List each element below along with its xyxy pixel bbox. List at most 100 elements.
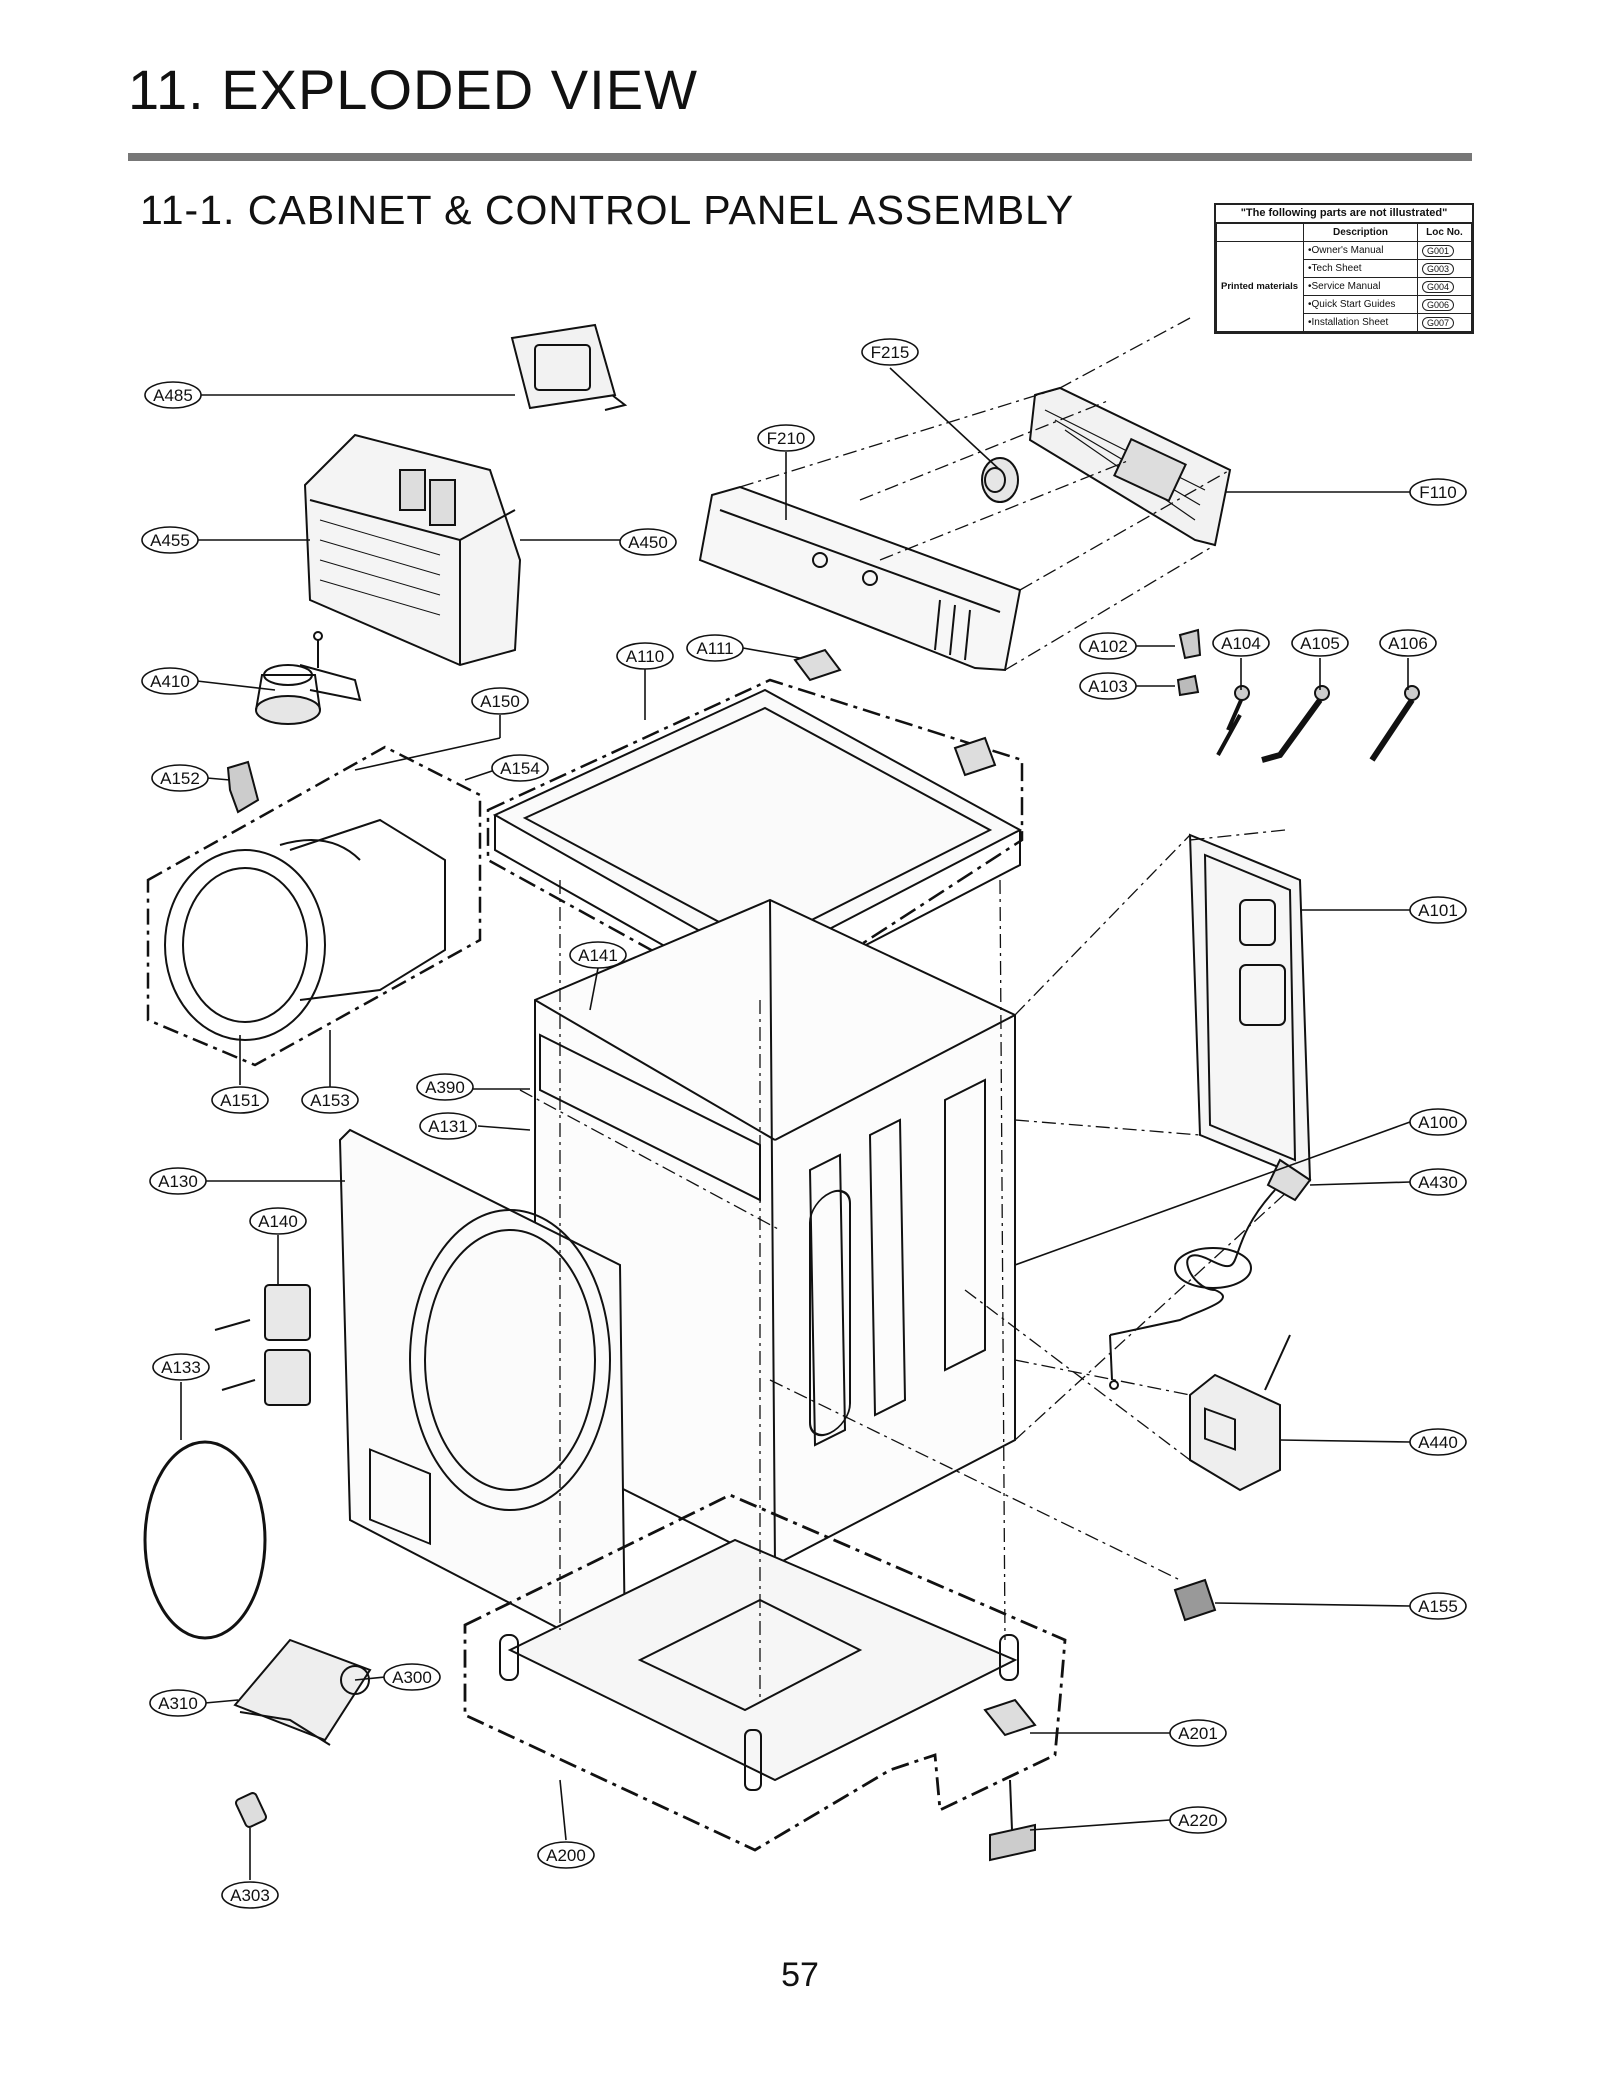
callout-A110: A110 [616,642,674,670]
svg-text:A455: A455 [150,531,190,550]
base-frame-drawing [463,1493,1067,1852]
not-illustrated-parts-table: "The following parts are not illustrated… [1214,203,1474,334]
filter-cover-drawing [233,1638,372,1746]
svg-text:A430: A430 [1418,1173,1458,1192]
svg-text:A152: A152 [160,769,200,788]
loc-badge: G003 [1422,262,1455,275]
callout-A390: A390 [416,1073,474,1101]
door-seal-ring-drawing [143,1440,267,1640]
callout-A450: A450 [619,528,677,556]
callout-A100: A100 [1409,1108,1467,1136]
callout-A133: A133 [152,1353,210,1381]
svg-text:A151: A151 [220,1091,260,1110]
callout-A104: A104 [1212,629,1270,657]
svg-text:A410: A410 [150,672,190,691]
callout-A455: A455 [141,526,199,554]
callout-A151: A151 [211,1086,269,1114]
a485-bracket-drawing [510,323,628,411]
callout-A300: A300 [383,1663,441,1691]
svg-text:A154: A154 [500,759,540,778]
loc-badge: G004 [1422,280,1455,293]
notes-heading: "The following parts are not illustrated… [1216,205,1472,223]
pump-motor-drawing [255,631,362,725]
loc-badge: G001 [1422,244,1455,257]
callout-A153: A153 [301,1086,359,1114]
svg-text:A130: A130 [158,1172,198,1191]
callout-A111: A111 [686,634,744,662]
svg-text:A111: A111 [696,639,733,658]
spring-clip-drawing [1176,674,1200,697]
main-pcb-housing-drawing [303,433,522,667]
svg-text:A220: A220 [1178,1811,1218,1830]
svg-text:A155: A155 [1418,1597,1458,1616]
page-number: 57 [781,1956,819,1994]
loc-cell: G007 [1417,313,1472,332]
svg-text:A440: A440 [1418,1433,1458,1452]
svg-text:A140: A140 [258,1212,298,1231]
shock-absorber-drawing [1216,685,1420,763]
assembly-guides-back [1014,829,1301,1441]
svg-text:A103: A103 [1088,677,1128,696]
callout-A102: A102 [1079,632,1137,660]
section-subtitle: 11-1. CABINET & CONTROL PANEL ASSEMBLY [140,187,1075,233]
assembly-guides-cabinet [519,879,1006,1700]
callout-A141: A141 [569,941,627,969]
hinge-bracket-drawing [793,648,842,682]
top-plate-assembly-outline [486,678,1024,1012]
callout-A140: A140 [249,1207,307,1235]
svg-text:A104: A104 [1221,634,1261,653]
callout-A106: A106 [1379,629,1437,657]
svg-text:A141: A141 [578,946,618,965]
callout-A154: A154 [491,754,549,782]
callout-A152: A152 [151,764,209,792]
callout-A310: A310 [149,1689,207,1717]
svg-text:A201: A201 [1178,1724,1218,1743]
callout-A410: A410 [141,667,199,695]
callout-F110: F110 [1409,478,1467,506]
svg-text:A150: A150 [480,692,520,711]
callout-A101: A101 [1409,896,1467,924]
callout-A150: A150 [471,687,529,715]
svg-text:A303: A303 [230,1886,270,1905]
page-title: 11. EXPLODED VIEW [128,58,698,121]
callout-A430: A430 [1409,1168,1467,1196]
callout-A201: A201 [1169,1719,1227,1747]
svg-text:A153: A153 [310,1091,350,1110]
svg-text:A310: A310 [158,1694,198,1713]
callout-A303: A303 [221,1881,279,1909]
svg-text:A300: A300 [392,1668,432,1687]
svg-text:A110: A110 [626,647,664,666]
svg-text:A102: A102 [1088,637,1128,656]
door-lock-switch-drawing [1189,1334,1291,1492]
pcb-assembly-drawing [1028,386,1232,547]
loc-cell: G004 [1417,277,1472,296]
callout-A155: A155 [1409,1592,1467,1620]
hinge-bracket-drawing [953,736,997,777]
svg-text:A390: A390 [425,1078,465,1097]
svg-text:F215: F215 [871,343,910,362]
door-hinge-pair-drawing [214,1284,311,1406]
leader-lines [180,367,1411,1880]
knob-drawing [981,457,1019,503]
callout-F215: F215 [861,338,919,366]
category-cell: Printed materials [1216,241,1304,332]
callout-A131: A131 [419,1112,477,1140]
svg-text:A200: A200 [546,1846,586,1865]
svg-text:A100: A100 [1418,1113,1458,1132]
svg-text:A133: A133 [161,1358,201,1377]
detergent-grip-drawing [1173,1578,1217,1622]
leveling-foot-drawing [983,1698,1037,1862]
svg-text:A106: A106 [1388,634,1428,653]
notes-grid: Description Loc No. Printed materials •O… [1216,223,1472,332]
loc-badge: G006 [1422,298,1455,311]
svg-text:A105: A105 [1300,634,1340,653]
suspension-spring-cap-drawing [1178,628,1202,660]
door-hinge-drawing [226,760,260,814]
drain-cap-drawing [235,1792,267,1828]
svg-text:F210: F210 [767,429,806,448]
svg-text:A131: A131 [428,1117,468,1136]
door-frame-assembly-drawing [146,745,482,1067]
callout-A105: A105 [1291,629,1349,657]
callout-F210: F210 [757,424,815,452]
